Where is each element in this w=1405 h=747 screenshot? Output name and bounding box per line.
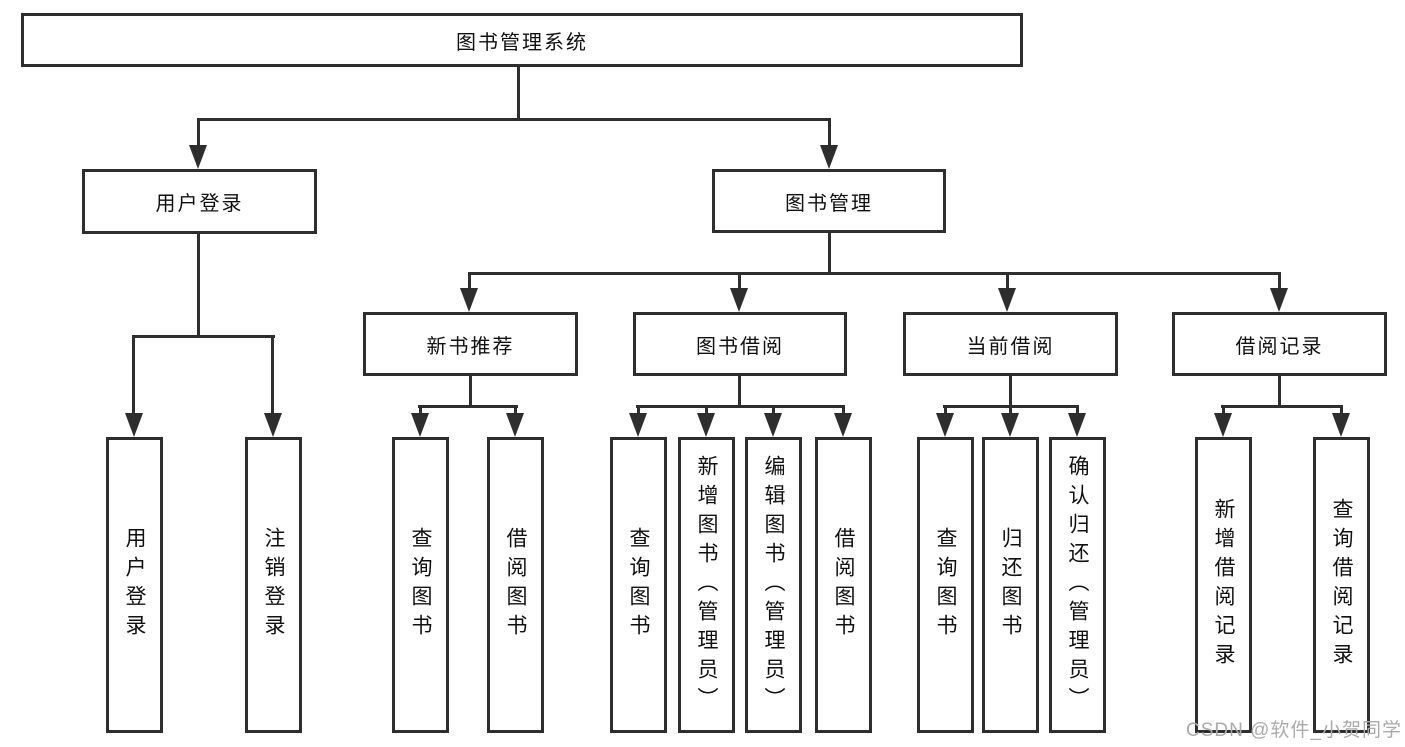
arrowhead-down-icon xyxy=(1270,288,1288,312)
connector-line xyxy=(637,405,640,417)
node-borrow-records-label: 借阅记录 xyxy=(1235,335,1324,358)
connector-line xyxy=(514,405,517,417)
node-leaf-logout-label: 注销登录 xyxy=(262,527,285,643)
node-leaf-cur-confirm-return-admin: 确认归还（管理员） xyxy=(1049,437,1106,733)
connector-line xyxy=(705,405,708,417)
connector-line xyxy=(738,272,741,292)
node-leaf-bor-query-books-label: 查询图书 xyxy=(627,527,650,643)
node-leaf-cur-return-books-label: 归还图书 xyxy=(999,527,1022,643)
node-book-borrow: 图书借阅 xyxy=(633,312,847,376)
node-user-login: 用户登录 xyxy=(82,169,317,234)
node-leaf-bor-borrow-books-label: 借阅图书 xyxy=(832,527,855,643)
node-leaf-user-login-label: 用户登录 xyxy=(123,527,146,643)
arrowhead-down-icon xyxy=(936,413,954,437)
node-borrow-records: 借阅记录 xyxy=(1172,312,1387,376)
connector-line xyxy=(197,118,831,121)
connector-line xyxy=(1278,376,1281,407)
connector-line xyxy=(1222,405,1225,417)
node-leaf-user-login: 用户登录 xyxy=(106,437,163,733)
node-leaf-rec-borrow-books-label: 借阅图书 xyxy=(504,527,527,643)
connector-line xyxy=(944,405,947,417)
connector-line xyxy=(1278,272,1281,292)
connector-line xyxy=(842,405,845,417)
connector-line xyxy=(1076,405,1079,417)
node-root: 图书管理系统 xyxy=(21,13,1023,67)
node-leaf-bor-edit-books-admin: 编辑图书（管理员） xyxy=(745,437,802,733)
arrowhead-down-icon xyxy=(460,288,478,312)
connector-line xyxy=(132,335,275,338)
node-leaf-rcd-add-record-label: 新增借阅记录 xyxy=(1212,498,1235,672)
connector-line xyxy=(132,335,135,415)
node-leaf-rcd-query-record: 查询借阅记录 xyxy=(1313,437,1370,733)
connector-line xyxy=(636,405,845,408)
watermark: CSDN @软件_小贺同学 xyxy=(1186,720,1402,741)
connector-line xyxy=(418,405,518,408)
connector-line xyxy=(828,118,831,150)
arrowhead-down-icon xyxy=(189,145,207,169)
arrowhead-down-icon xyxy=(629,413,647,437)
arrowhead-down-icon xyxy=(730,288,748,312)
arrowhead-down-icon xyxy=(697,413,715,437)
node-book-management: 图书管理 xyxy=(712,169,946,233)
connector-line xyxy=(197,118,200,150)
connector-line xyxy=(1009,405,1012,417)
node-current-borrow: 当前借阅 xyxy=(903,312,1118,376)
arrowhead-down-icon xyxy=(125,413,143,437)
connector-line xyxy=(1340,405,1343,417)
node-leaf-cur-query-books: 查询图书 xyxy=(917,437,974,733)
node-leaf-bor-query-books: 查询图书 xyxy=(610,437,667,733)
connector-line xyxy=(197,234,200,335)
node-leaf-cur-confirm-return-admin-label: 确认归还（管理员） xyxy=(1066,454,1089,716)
node-user-login-label: 用户登录 xyxy=(155,193,244,215)
node-book-borrow-label: 图书借阅 xyxy=(696,335,784,358)
arrowhead-down-icon xyxy=(998,288,1016,312)
node-leaf-bor-borrow-books: 借阅图书 xyxy=(815,437,872,733)
arrowhead-down-icon xyxy=(1214,413,1232,437)
arrowhead-down-icon xyxy=(820,145,838,169)
connector-line xyxy=(1006,272,1009,292)
connector-line xyxy=(468,272,1281,275)
node-leaf-rec-query-books: 查询图书 xyxy=(392,437,449,733)
node-new-book-recommend: 新书推荐 xyxy=(363,312,578,376)
node-leaf-logout: 注销登录 xyxy=(245,437,302,733)
node-leaf-rec-query-books-label: 查询图书 xyxy=(409,527,432,643)
node-current-borrow-label: 当前借阅 xyxy=(966,335,1055,358)
connector-line xyxy=(1221,405,1343,408)
connector-line xyxy=(468,272,471,292)
node-leaf-bor-add-books-admin-label: 新增图书（管理员） xyxy=(695,454,718,716)
node-leaf-bor-edit-books-admin-label: 编辑图书（管理员） xyxy=(762,454,785,716)
arrowhead-down-icon xyxy=(264,413,282,437)
connector-line xyxy=(738,376,741,407)
arrowhead-down-icon xyxy=(1001,413,1019,437)
connector-line xyxy=(271,335,274,415)
arrowhead-down-icon xyxy=(1332,413,1350,437)
arrowhead-down-icon xyxy=(834,413,852,437)
connector-line xyxy=(517,67,520,120)
node-root-label: 图书管理系统 xyxy=(456,31,588,54)
node-leaf-bor-add-books-admin: 新增图书（管理员） xyxy=(678,437,735,733)
connector-line xyxy=(1009,376,1012,407)
arrowhead-down-icon xyxy=(1068,413,1086,437)
connector-line xyxy=(419,405,422,417)
node-leaf-rcd-add-record: 新增借阅记录 xyxy=(1195,437,1252,733)
node-new-book-recommend-label: 新书推荐 xyxy=(426,335,515,358)
connector-line xyxy=(772,405,775,417)
node-book-management-label: 图书管理 xyxy=(785,192,873,215)
arrowhead-down-icon xyxy=(411,413,429,437)
node-leaf-cur-query-books-label: 查询图书 xyxy=(934,527,957,643)
node-leaf-rec-borrow-books: 借阅图书 xyxy=(487,437,544,733)
connector-line xyxy=(469,376,472,407)
arrowhead-down-icon xyxy=(506,413,524,437)
node-leaf-rcd-query-record-label: 查询借阅记录 xyxy=(1330,498,1353,672)
node-leaf-cur-return-books: 归还图书 xyxy=(982,437,1039,733)
arrowhead-down-icon xyxy=(764,413,782,437)
connector-line xyxy=(828,233,831,275)
